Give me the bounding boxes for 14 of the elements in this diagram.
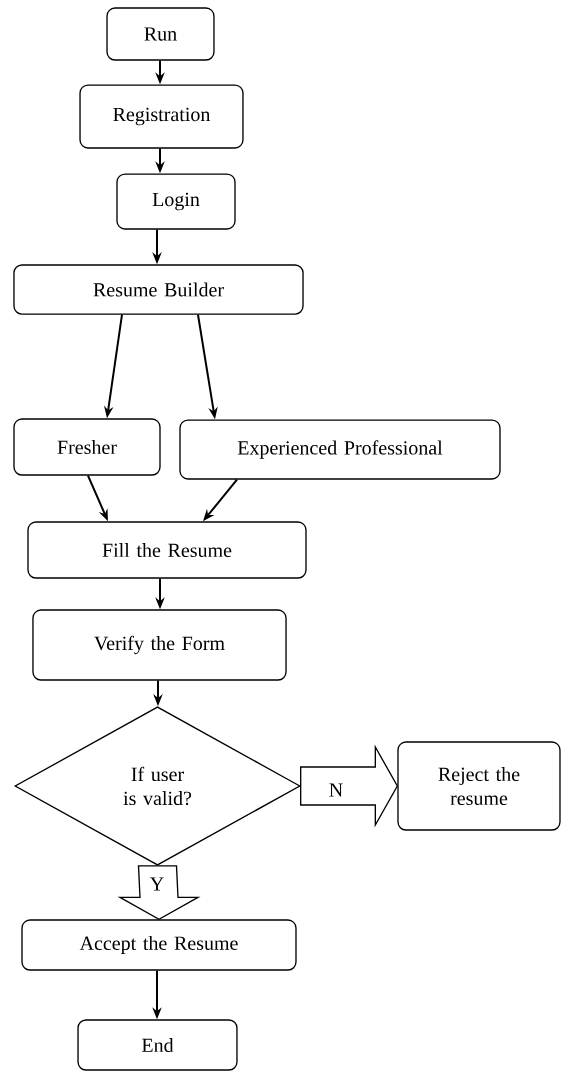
edge-label: N <box>327 782 345 798</box>
process-box: Login <box>116 173 236 230</box>
process-box: Verify the Form <box>32 609 287 681</box>
process-box: Fresher <box>13 418 161 476</box>
process-box: Registration <box>79 84 244 149</box>
process-box: Experienced Professional <box>179 419 501 480</box>
process-box: Resume Builder <box>13 264 304 315</box>
process-box: Run <box>106 7 215 61</box>
block-arrow <box>300 744 399 828</box>
process-box: Accept the Resume <box>21 919 297 971</box>
process-box: End <box>77 1019 238 1071</box>
process-box: Fill the Resume <box>27 521 307 579</box>
edge-label: Y <box>148 876 166 892</box>
process-box: Reject the resume <box>397 741 561 831</box>
